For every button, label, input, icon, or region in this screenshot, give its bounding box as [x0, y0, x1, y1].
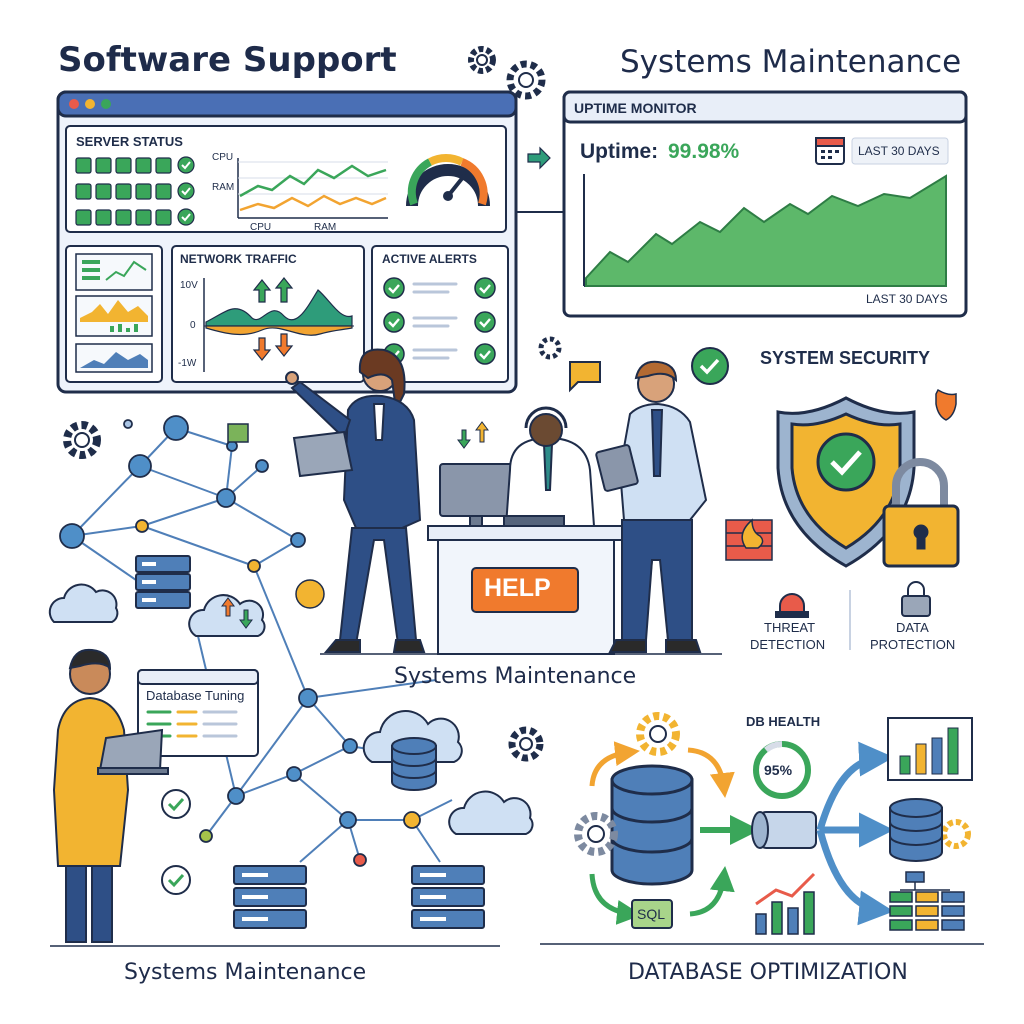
- active-alerts-panel: [371, 245, 509, 383]
- window-maximize-dot: [101, 99, 111, 109]
- lock-icon: [882, 458, 960, 568]
- gear-icon: [63, 336, 562, 762]
- uptime-monitor-title: UPTIME MONITOR: [574, 100, 697, 116]
- padlock-icon: [901, 581, 931, 617]
- arrow-down-icon: [252, 333, 294, 361]
- arrow-up-icon: [252, 277, 294, 303]
- help-sign: [471, 567, 579, 613]
- main-database-icon: [610, 764, 694, 886]
- database-tuning-label: Database Tuning: [146, 688, 245, 703]
- data-protection-label-2: PROTECTION: [870, 637, 956, 652]
- heading-software-support: Software Support: [58, 40, 397, 80]
- ram-legend-label: RAM: [314, 222, 337, 233]
- traffic-upload-area: [205, 289, 353, 327]
- data-protection-label-1: DATA: [896, 620, 929, 635]
- network-traffic-label: NETWORK TRAFFIC: [180, 252, 297, 266]
- heading-systems-maintenance-mid: Systems Maintenance: [394, 664, 637, 689]
- last-30-days-badge[interactable]: [851, 137, 949, 165]
- arrow-up-icon: [475, 421, 489, 443]
- axis-zero-label: 0: [190, 320, 196, 331]
- calendar-icon: [815, 137, 845, 165]
- window-close-dot: [69, 99, 79, 109]
- cycle-arrows: [589, 741, 735, 925]
- database-tuning-window: [137, 669, 259, 757]
- db-health-value: 95%: [764, 762, 793, 778]
- help-desk-scene: [285, 348, 722, 655]
- uptime-value: 99.98%: [668, 140, 740, 163]
- data-table-icon: [889, 871, 965, 931]
- gear-icon: [574, 712, 971, 856]
- heading-database-optimization: DATABASE OPTIMIZATION: [628, 960, 908, 985]
- package-icon: [227, 423, 249, 443]
- pipe-icon: [700, 811, 817, 849]
- axis-top-label: 10V: [180, 280, 198, 291]
- window-minimize-dot: [85, 99, 95, 109]
- security-shield-icon: [776, 396, 916, 568]
- chat-bubble-icon: [569, 361, 601, 393]
- last-30-days-footer: LAST 30 DAYS: [866, 292, 948, 306]
- cpu-line: [239, 164, 387, 198]
- growth-chart-icon: [755, 872, 816, 935]
- network-graph: [71, 427, 453, 863]
- ram-axis-label: RAM: [212, 182, 235, 193]
- check-icon: [177, 156, 195, 226]
- server-status-label: SERVER STATUS: [76, 134, 183, 149]
- sql-label: SQL: [637, 906, 666, 922]
- server-rack-icon: [233, 865, 307, 929]
- db-health-gauge: [753, 741, 811, 799]
- sql-badge: [631, 899, 673, 929]
- alarm-icon: [775, 593, 809, 618]
- heading-system-security: SYSTEM SECURITY: [760, 348, 931, 368]
- check-icon: [161, 789, 191, 895]
- cpu-ram-chart: [237, 158, 388, 219]
- network-node: [59, 415, 431, 867]
- cpu-axis-label: CPU: [212, 152, 234, 163]
- arrow-down-icon: [457, 429, 471, 449]
- arrow-up-icon: [221, 597, 235, 617]
- firewall-icon: [725, 518, 773, 561]
- arrow-right-icon: [527, 146, 551, 170]
- ram-line: [239, 194, 387, 212]
- server-rack-icon: [411, 865, 485, 929]
- last-30-days-badge-label: LAST 30 DAYS: [858, 144, 940, 158]
- server-status-grid: [75, 157, 172, 226]
- cpu-legend-label: CPU: [250, 222, 272, 233]
- help-sign-label: HELP: [484, 574, 551, 602]
- gauge-icon: [406, 154, 490, 207]
- traffic-download-area: [205, 325, 353, 336]
- badge-icon: [295, 579, 325, 609]
- dashboard-window: [56, 90, 518, 394]
- heading-systems-maintenance: Systems Maintenance: [620, 44, 962, 80]
- arrow-down-icon: [239, 609, 253, 629]
- database-icon: [391, 737, 437, 791]
- server-rack-icon: [135, 555, 191, 609]
- uptime-area-chart: [585, 174, 947, 287]
- output-arrows: [816, 741, 894, 926]
- database-icon: [889, 798, 943, 862]
- active-alerts-label: ACTIVE ALERTS: [382, 252, 477, 266]
- threat-label-2: DETECTION: [750, 637, 826, 652]
- gear-icon: [468, 46, 546, 100]
- heading-systems-maintenance-bottom: Systems Maintenance: [124, 960, 367, 985]
- uptime-monitor-window: [562, 90, 968, 318]
- axis-bottom-label: -1W: [178, 358, 197, 369]
- check-icon: [691, 347, 729, 385]
- bar-chart-icon: [887, 717, 973, 781]
- uptime-label: Uptime:: [580, 140, 659, 163]
- person-with-laptop: [52, 648, 169, 943]
- db-health-label: DB HEALTH: [746, 714, 821, 729]
- threat-label-1: THREAT: [764, 620, 816, 635]
- small-shield-icon: [935, 388, 957, 421]
